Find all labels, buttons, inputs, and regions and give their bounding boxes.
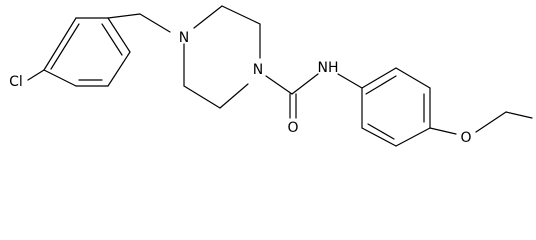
c-cl-bond [27, 69, 45, 81]
ethoxyphenyl-ring [361, 67, 431, 147]
ether-oxygen-label: O [460, 130, 471, 146]
chlorine-label: Cl [9, 74, 23, 90]
piperazine-n-right-label: N [253, 62, 263, 78]
molecule-structure: Cl N N NH O O [9, 5, 533, 147]
benzyl-bond-2 [139, 13, 171, 33]
aryl-o-bond [429, 127, 457, 135]
piperazine-n-left-label: N [179, 30, 189, 46]
benzyl-bond-1 [107, 13, 141, 19]
carbonyl-oxygen-label: O [287, 120, 298, 136]
carbonyl-nh-bond [291, 73, 319, 95]
chlorophenyl-ring [43, 17, 131, 87]
n-carbonyl-bond [265, 75, 293, 95]
amide-nh-label: NH [318, 60, 339, 76]
ch2-ch3-bond [505, 111, 533, 119]
molecule-canvas: Cl N N NH O O [9, 5, 533, 147]
piperazine-ring [183, 5, 261, 109]
nh-aryl-bond [337, 73, 363, 89]
o-ch2-bond [475, 111, 507, 133]
